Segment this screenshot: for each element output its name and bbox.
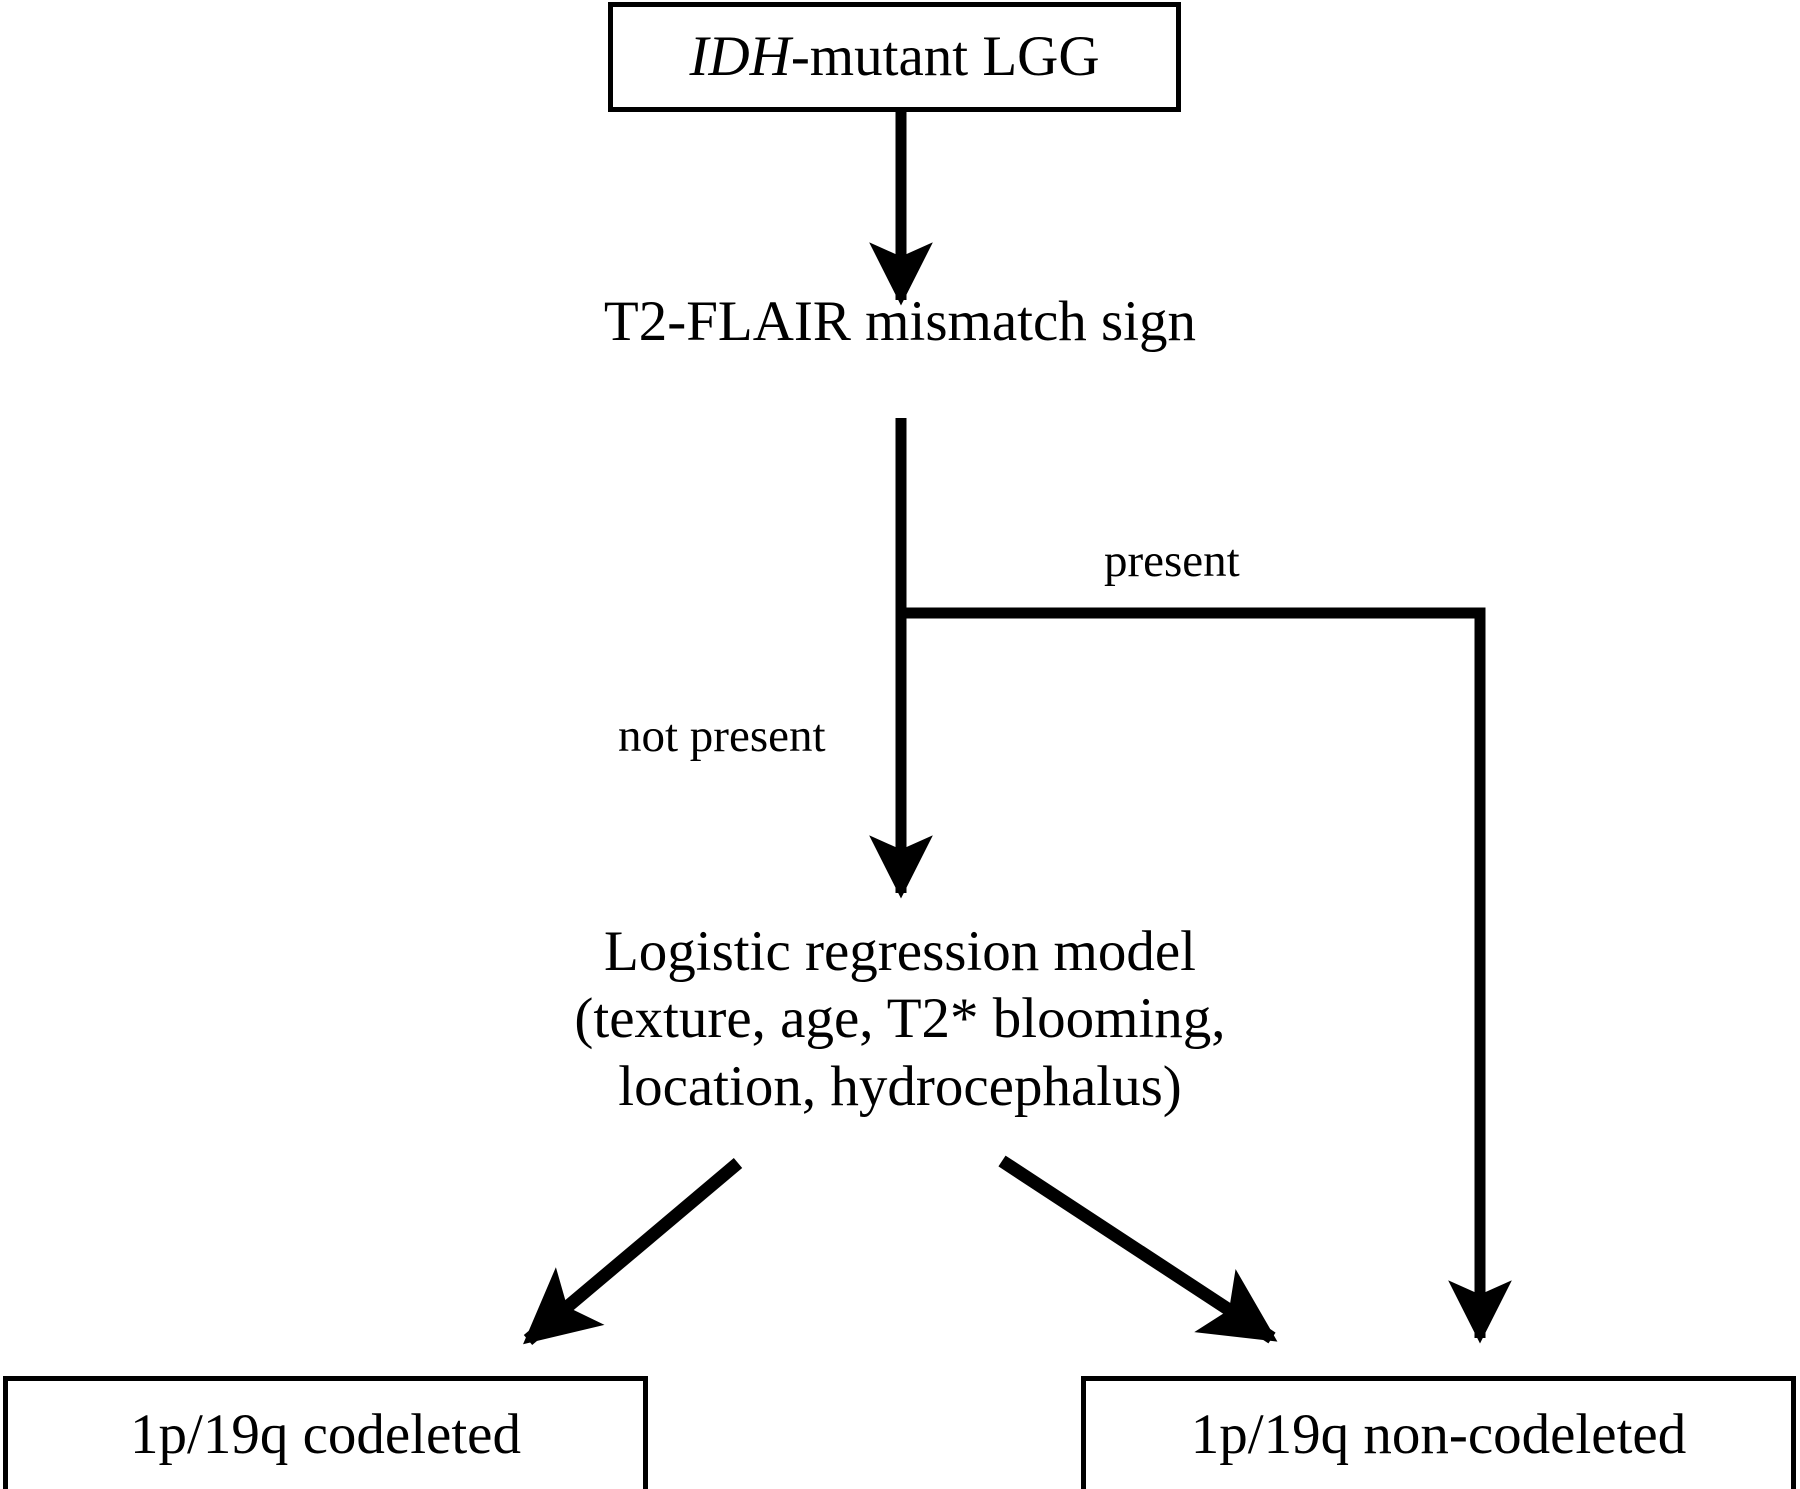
node-idh-mutant-lgg-label: IDH-mutant LGG <box>690 27 1100 87</box>
edge-label-present: present <box>1104 535 1240 587</box>
edge-model-to-non-codeleted <box>998 1155 1278 1344</box>
node-model-line-1: Logistic regression model <box>603 920 1197 983</box>
node-1p19q-codeleted: 1p/19q codeleted <box>3 1376 648 1489</box>
node-1p19q-codeleted-label: 1p/19q codeleted <box>130 1403 521 1467</box>
node-model-line-3: location, hydrocephalus) <box>618 1054 1182 1118</box>
node-idh-mutant-lgg: IDH-mutant LGG <box>608 2 1181 112</box>
edge-model-to-codeleted <box>523 1158 743 1345</box>
node-t2-flair-mismatch-sign: T2-FLAIR mismatch sign <box>603 290 1197 353</box>
edge-label-not-present: not present <box>618 710 826 762</box>
node-logistic-regression-model: Logistic regression model (texture, age,… <box>340 918 1460 1120</box>
node-1p19q-non-codeleted-label: 1p/19q non-codeleted <box>1190 1403 1687 1467</box>
node-idh-mutant-lgg-suffix: -mutant LGG <box>790 25 1100 89</box>
node-model-line-2: (texture, age, T2* blooming, <box>574 987 1226 1051</box>
node-1p19q-non-codeleted: 1p/19q non-codeleted <box>1081 1376 1796 1489</box>
gene-name-idh: IDH <box>689 25 791 89</box>
